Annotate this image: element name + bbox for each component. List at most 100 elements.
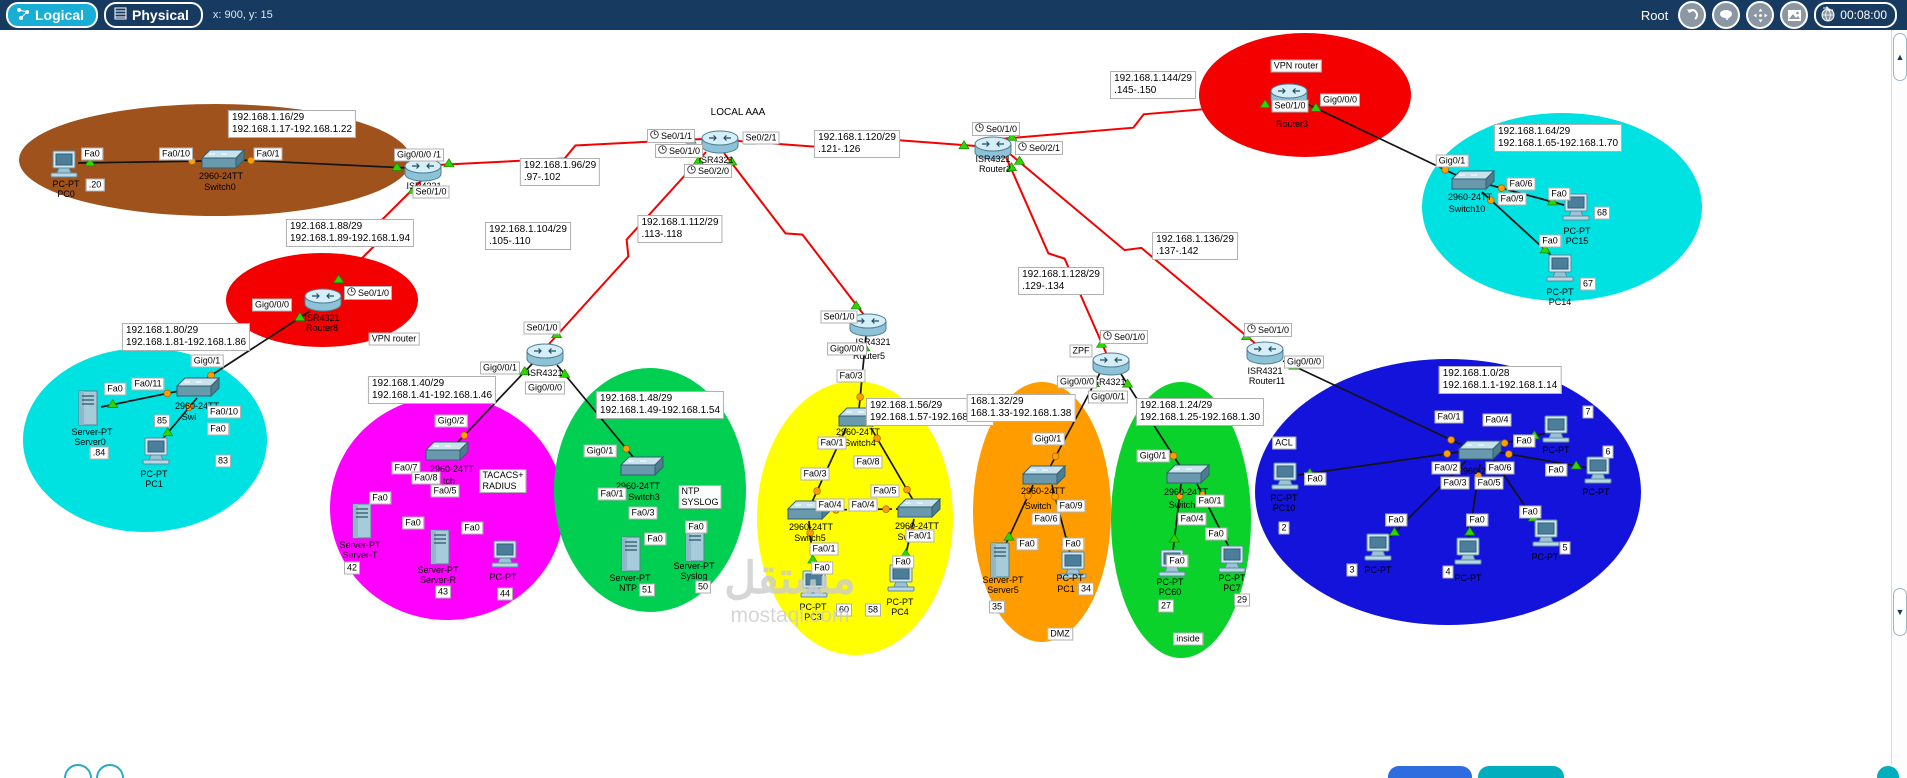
ethernet-link[interactable] bbox=[200, 310, 311, 383]
device-server0[interactable] bbox=[78, 390, 98, 426]
device-switch10[interactable] bbox=[1450, 169, 1496, 191]
device-pc7-green[interactable] bbox=[1218, 545, 1246, 573]
device-pc-blue5[interactable] bbox=[1532, 519, 1560, 547]
note-label[interactable]: 35 bbox=[988, 600, 1006, 614]
scroll-down-button[interactable]: ▼ bbox=[1893, 588, 1907, 636]
note-label[interactable]: 83 bbox=[214, 454, 232, 468]
device-server-r[interactable] bbox=[430, 529, 450, 565]
note-label[interactable]: TACACS+RADIUS bbox=[479, 469, 527, 493]
device-pc1[interactable] bbox=[142, 437, 170, 465]
subnet-label[interactable]: 192.168.1.128/29.129-.134 bbox=[1018, 267, 1104, 295]
serial-link[interactable] bbox=[723, 152, 865, 316]
device-switch3[interactable] bbox=[619, 455, 665, 477]
new-cluster-button[interactable] bbox=[1712, 1, 1741, 29]
device-switch8[interactable] bbox=[1165, 463, 1211, 485]
ethernet-link[interactable] bbox=[1282, 360, 1463, 446]
note-label[interactable]: 58 bbox=[864, 603, 882, 617]
device-server-t[interactable] bbox=[352, 503, 372, 539]
device-pc44[interactable] bbox=[491, 540, 519, 568]
device-pc4[interactable] bbox=[887, 564, 915, 592]
note-label[interactable]: 60 bbox=[835, 603, 853, 617]
device-pc10[interactable] bbox=[1271, 462, 1299, 490]
device-pc14[interactable] bbox=[1546, 254, 1574, 282]
device-pc-blue4[interactable] bbox=[1454, 537, 1482, 565]
note-label[interactable]: 44 bbox=[496, 587, 514, 601]
serial-link[interactable] bbox=[1005, 156, 1108, 356]
note-label[interactable]: 34 bbox=[1077, 582, 1095, 596]
note-label[interactable]: DMZ bbox=[1047, 627, 1073, 641]
tab-physical[interactable]: Physical bbox=[104, 2, 203, 28]
note-label[interactable]: 43 bbox=[434, 585, 452, 599]
device-router8[interactable] bbox=[304, 288, 342, 312]
device-pc-blue3[interactable] bbox=[1364, 533, 1392, 561]
note-label[interactable]: ACL bbox=[1272, 436, 1296, 450]
back-button[interactable] bbox=[1678, 1, 1707, 29]
note-label[interactable]: 27 bbox=[1157, 599, 1175, 613]
device-pc-blue6[interactable] bbox=[1584, 456, 1612, 484]
device-router-localaaa[interactable] bbox=[701, 130, 739, 154]
device-switch9[interactable] bbox=[1457, 439, 1503, 461]
device-pc0[interactable] bbox=[50, 150, 78, 178]
note-label[interactable]: .20 bbox=[85, 178, 105, 192]
note-label[interactable]: 3 bbox=[1346, 563, 1358, 577]
subnet-label[interactable]: 192.168.1.112/29.113-.118 bbox=[637, 215, 723, 243]
bottom-blue-button[interactable] bbox=[1388, 766, 1472, 778]
note-label[interactable]: VPN router bbox=[368, 332, 420, 346]
device-router45[interactable] bbox=[526, 343, 564, 367]
note-label[interactable]: 51 bbox=[638, 583, 656, 597]
note-label[interactable]: 5 bbox=[1559, 541, 1571, 555]
note-label[interactable]: 4 bbox=[1442, 565, 1454, 579]
ethernet-link[interactable] bbox=[77, 160, 205, 164]
serial-link[interactable] bbox=[548, 151, 707, 345]
serial-link[interactable] bbox=[1009, 153, 1257, 345]
bottom-teal-button[interactable] bbox=[1478, 766, 1564, 778]
device-switch7[interactable] bbox=[1021, 464, 1067, 486]
note-label[interactable]: 68 bbox=[1593, 206, 1611, 220]
device-router2[interactable] bbox=[974, 136, 1012, 160]
device-switch-tacacs[interactable] bbox=[424, 440, 470, 462]
device-server-ntp[interactable] bbox=[621, 536, 641, 572]
subnet-label[interactable]: 192.168.1.104/29.105-.110 bbox=[485, 222, 571, 250]
device-router5[interactable] bbox=[849, 313, 887, 337]
ethernet-link[interactable] bbox=[1304, 102, 1457, 176]
device-pc-blue7[interactable] bbox=[1542, 415, 1570, 443]
vertical-scrollbar[interactable]: ▲ ▼ bbox=[1891, 30, 1907, 778]
device-pc3[interactable] bbox=[800, 570, 828, 598]
device-pc15[interactable] bbox=[1562, 193, 1590, 221]
ethernet-link[interactable] bbox=[556, 364, 635, 459]
note-label[interactable]: 67 bbox=[1579, 277, 1597, 291]
note-label[interactable]: inside bbox=[1173, 632, 1203, 646]
device-router11[interactable] bbox=[1246, 341, 1284, 365]
note-label[interactable]: VPN router bbox=[1270, 59, 1322, 73]
note-label[interactable]: 50 bbox=[694, 580, 712, 594]
ethernet-link[interactable] bbox=[238, 159, 410, 169]
subnet-label[interactable]: 192.168.1.120/29.121-.126 bbox=[814, 130, 900, 158]
device-router-zpf[interactable] bbox=[1092, 352, 1130, 376]
device-switch1[interactable] bbox=[175, 376, 221, 398]
note-label[interactable]: 42 bbox=[343, 561, 361, 575]
note-label[interactable]: 85 bbox=[153, 414, 171, 428]
device-server5[interactable] bbox=[990, 542, 1010, 578]
subnet-label[interactable]: 192.168.1.144/29.145-.150 bbox=[1110, 71, 1196, 99]
note-label[interactable]: 6 bbox=[1602, 445, 1614, 459]
subnet-label[interactable]: 192.168.1.96/29.97-.102 bbox=[519, 158, 601, 186]
device-router-edge[interactable] bbox=[404, 158, 442, 182]
device-switch0[interactable] bbox=[200, 148, 246, 170]
note-label[interactable]: 29 bbox=[1233, 593, 1251, 607]
note-label[interactable]: ZPF bbox=[1069, 344, 1093, 358]
set-background-button[interactable] bbox=[1780, 1, 1809, 29]
note-label[interactable]: 7 bbox=[1582, 405, 1594, 419]
ethernet-link[interactable] bbox=[1297, 451, 1460, 476]
subnet-label[interactable]: 192.168.1.136/29.137-.142 bbox=[1152, 232, 1238, 260]
tab-logical[interactable]: Logical bbox=[6, 2, 99, 28]
device-switch6[interactable] bbox=[896, 497, 942, 519]
bottom-corner-button[interactable] bbox=[1875, 764, 1901, 778]
